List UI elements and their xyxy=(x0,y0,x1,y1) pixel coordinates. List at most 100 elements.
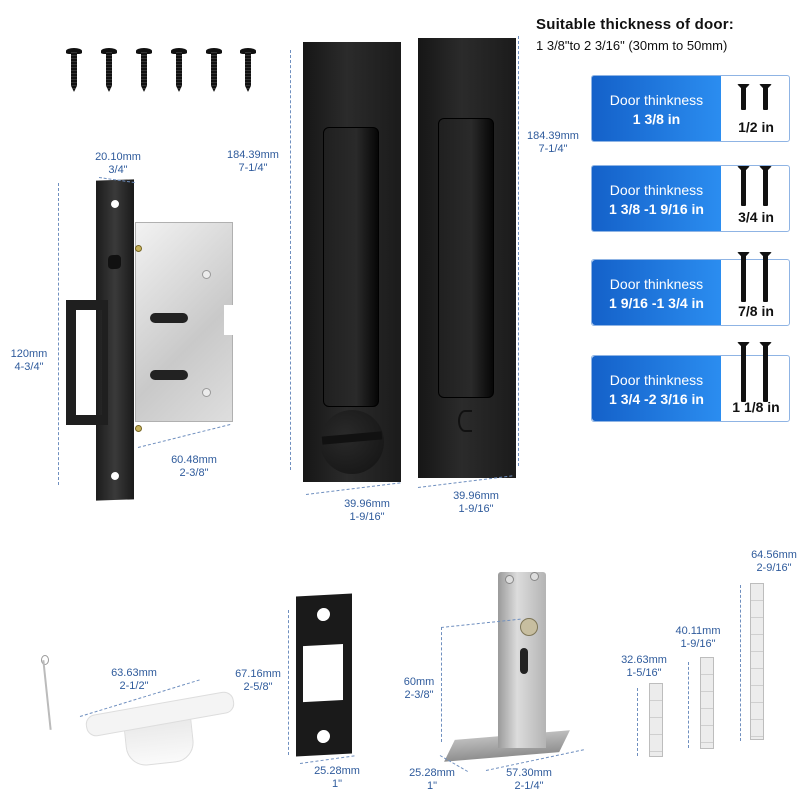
dim-in: 7-1/4" xyxy=(238,162,268,174)
card-range: Door thinkness 1 3/8 -1 9/16 in xyxy=(592,166,721,231)
dim-mm: 60.48mm xyxy=(171,454,217,466)
dim-in: 2-3/8" xyxy=(179,467,209,479)
lock-slot xyxy=(150,370,188,380)
bolt-icon xyxy=(763,252,768,302)
pin-loop xyxy=(41,655,49,665)
card-screw: 1 1/8 in xyxy=(721,342,791,421)
dim-in: 1-9/16" xyxy=(680,638,716,650)
spacer-short xyxy=(649,683,663,757)
emergency-release-icon xyxy=(458,410,472,432)
screw-icon xyxy=(530,572,539,581)
lock-notch xyxy=(224,305,236,335)
mounting-hole xyxy=(317,729,330,744)
dim-mm: 25.28mm xyxy=(409,767,455,779)
screw-icon xyxy=(211,50,217,92)
card-screw: 7/8 in xyxy=(721,252,791,325)
pull-height-label-right: 184.39mm 7-1/4" xyxy=(520,130,586,156)
faceplate-width-label: 20.10mm 3/4" xyxy=(88,151,148,177)
spacer-length-label: 32.63mm 1-5/16" xyxy=(612,654,676,680)
bolt-icon xyxy=(741,166,746,206)
dim-in: 1-9/16" xyxy=(349,511,385,523)
bracket-length-label: 57.30mm 2-1/4" xyxy=(497,767,561,793)
dimension-line xyxy=(688,662,689,748)
lock-height-label: 120mm 4-3/4" xyxy=(4,348,54,374)
bracket-depth-label: 25.28mm 1" xyxy=(400,767,464,793)
screw-icon xyxy=(505,575,514,584)
mounting-hole xyxy=(111,199,119,209)
privacy-pull-right xyxy=(418,38,516,478)
dimension-line xyxy=(305,482,401,495)
pull-width-label-left: 39.96mm 1-9/16" xyxy=(334,498,400,524)
spacer-long xyxy=(750,583,764,740)
privacy-pull-left xyxy=(303,42,401,482)
card-range: Door thinkness 1 3/4 -2 3/16 in xyxy=(592,356,721,421)
pull-height-label-left: 184.39mm 7-1/4" xyxy=(220,149,286,175)
mounting-hole xyxy=(111,471,119,481)
dimension-line xyxy=(288,610,289,755)
dim-mm: 60mm xyxy=(403,676,435,688)
dimension-line xyxy=(290,50,291,470)
card-label: Door thinkness xyxy=(609,372,704,388)
bolt-icon xyxy=(763,84,768,110)
card-range-value: 1 3/8 in xyxy=(632,111,681,127)
card-label: Door thinkness xyxy=(609,276,704,292)
dim-mm: 39.96mm xyxy=(344,498,390,510)
adjust-bolt xyxy=(520,618,538,636)
dim-mm: 184.39mm xyxy=(527,130,579,142)
dustbox-length-label: 63.63mm 2-1/2" xyxy=(102,667,166,693)
card-range: Door thinkness 1 3/8 in xyxy=(592,76,721,141)
spacer-length-label: 40.11mm 1-9/16" xyxy=(666,625,730,651)
screw-size: 3/4 in xyxy=(738,209,774,225)
dim-in: 2-9/16" xyxy=(756,562,792,574)
dim-mm: 25.28mm xyxy=(314,765,360,777)
screw-icon xyxy=(141,50,147,92)
card-label: Door thinkness xyxy=(609,92,704,108)
backset-label: 60.48mm 2-3/8" xyxy=(162,454,226,480)
dim-mm: 32.63mm xyxy=(621,654,667,666)
dimension-line xyxy=(740,585,741,741)
thickness-card: Door thinkness 1 3/4 -2 3/16 in 1 1/8 in xyxy=(591,342,791,422)
lock-slot xyxy=(150,313,188,323)
screw-icon xyxy=(202,270,211,279)
card-range-value: 1 3/8 -1 9/16 in xyxy=(609,201,704,217)
screw-icon xyxy=(135,245,142,252)
bolt-icon xyxy=(763,166,768,206)
dim-in: 3/4" xyxy=(108,164,128,176)
spacer-length-label: 64.56mm 2-9/16" xyxy=(742,549,800,575)
thickness-subtitle: 1 3/8"to 2 3/16" (30mm to 50mm) xyxy=(536,38,728,53)
dimension-line xyxy=(518,36,519,466)
dim-in: 1-5/16" xyxy=(626,667,662,679)
screw-icon xyxy=(135,425,142,432)
screw-icon xyxy=(71,50,77,92)
dim-mm: 184.39mm xyxy=(227,149,279,161)
dim-in: 1-9/16" xyxy=(458,503,494,515)
card-range-value: 1 3/4 -2 3/16 in xyxy=(609,391,704,407)
dim-mm: 57.30mm xyxy=(506,767,552,779)
screw-icon xyxy=(245,50,251,92)
screw-icon xyxy=(202,388,211,397)
bracket-slot xyxy=(520,648,528,674)
bolt-icon xyxy=(741,84,746,110)
dim-in: 1" xyxy=(426,780,438,792)
dimension-line xyxy=(58,183,59,485)
strike-height-label: 67.16mm 2-5/8" xyxy=(228,668,288,694)
dim-mm: 40.11mm xyxy=(675,625,721,637)
dim-mm: 39.96mm xyxy=(453,490,499,502)
screw-size: 7/8 in xyxy=(738,303,774,319)
thickness-card: Door thinkness 1 9/16 -1 3/4 in 7/8 in xyxy=(591,252,791,326)
screw-size: 1/2 in xyxy=(738,119,774,135)
thickness-card: Door thinkness 1 3/8 in 1/2 in xyxy=(591,75,790,142)
thickness-title: Suitable thickness of door: xyxy=(536,16,734,33)
screw-size: 1 1/8 in xyxy=(732,399,780,415)
mounting-hole xyxy=(317,607,330,622)
strike-width-label: 25.28mm 1" xyxy=(305,765,369,791)
dim-mm: 120mm xyxy=(10,348,48,360)
card-range: Door thinkness 1 9/16 -1 3/4 in xyxy=(592,260,721,325)
bolt-icon xyxy=(763,342,768,402)
screw-icon xyxy=(176,50,182,92)
dim-in: 7-1/4" xyxy=(538,143,568,155)
dimension-line xyxy=(137,424,231,448)
dim-mm: 63.63mm xyxy=(111,667,157,679)
card-range-value: 1 9/16 -1 3/4 in xyxy=(609,295,704,311)
finger-recess xyxy=(438,118,494,398)
